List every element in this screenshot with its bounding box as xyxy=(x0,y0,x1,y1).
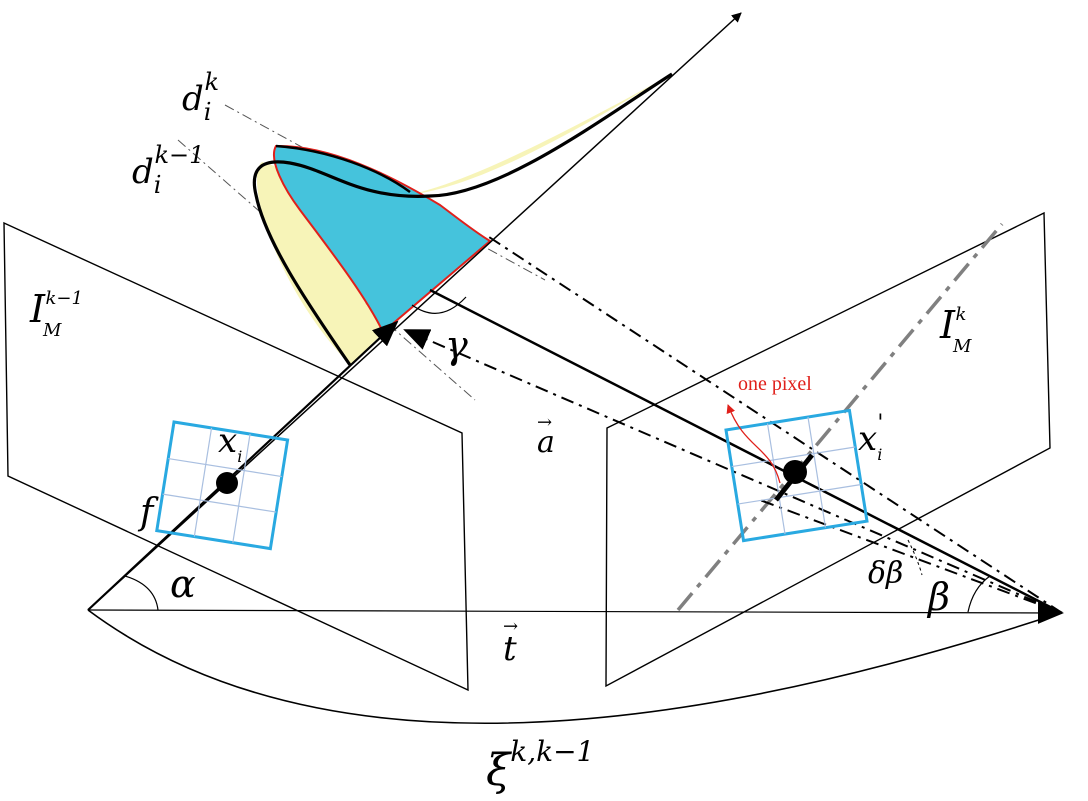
delta-beta-arc xyxy=(907,539,923,576)
one-pixel-arrow xyxy=(726,404,781,484)
image-plane-prev xyxy=(3,221,469,692)
pixel-point-prev xyxy=(216,472,238,494)
image-plane-cur xyxy=(605,211,1051,688)
label-vec-t-arrow: → xyxy=(503,616,518,637)
pixel-grid-cur xyxy=(724,408,869,543)
trajectory-arc xyxy=(87,609,1061,724)
label-vec-t: t xyxy=(503,629,517,669)
gamma-arc xyxy=(411,296,467,314)
pixel-point-cur xyxy=(783,460,807,484)
ray-solid-cur xyxy=(429,288,1063,615)
depth-guide-km1 xyxy=(177,139,476,401)
beta-arc xyxy=(967,575,991,613)
label-image-prev: IMk−1 xyxy=(29,287,83,341)
epipolar-line xyxy=(676,222,1004,612)
ray-dashdot-lower xyxy=(759,499,1063,614)
label-image-cur: IMk xyxy=(939,303,972,357)
depth-distribution-inner-curve xyxy=(275,144,411,194)
label-delta-beta: δβ xyxy=(868,556,903,591)
baseline-t xyxy=(87,601,1064,624)
label-xi: ξk,k−1 xyxy=(486,735,594,796)
ray-ref xyxy=(87,12,742,611)
label-beta: β xyxy=(926,575,950,619)
label-depth-k: dik xyxy=(182,68,219,126)
depth-distribution-outline xyxy=(252,72,673,366)
label-focal: f xyxy=(137,492,159,533)
label-pixel-prev: xi xyxy=(218,421,242,466)
label-gamma: γ xyxy=(445,323,468,367)
label-pixel-cur: xi' xyxy=(858,411,883,464)
alpha-arc xyxy=(124,575,159,611)
label-vec-a: a xyxy=(537,425,555,460)
ray-dashdot-upper xyxy=(488,236,1063,614)
label-one-pixel: one pixel xyxy=(738,373,812,395)
label-alpha: α xyxy=(170,562,196,606)
pixel-grid-prev xyxy=(155,420,290,551)
ray-ref-arrow-bold xyxy=(87,320,399,611)
label-depth-km1: dik−1 xyxy=(132,141,204,199)
label-vec-a-arrow: → xyxy=(537,412,552,433)
